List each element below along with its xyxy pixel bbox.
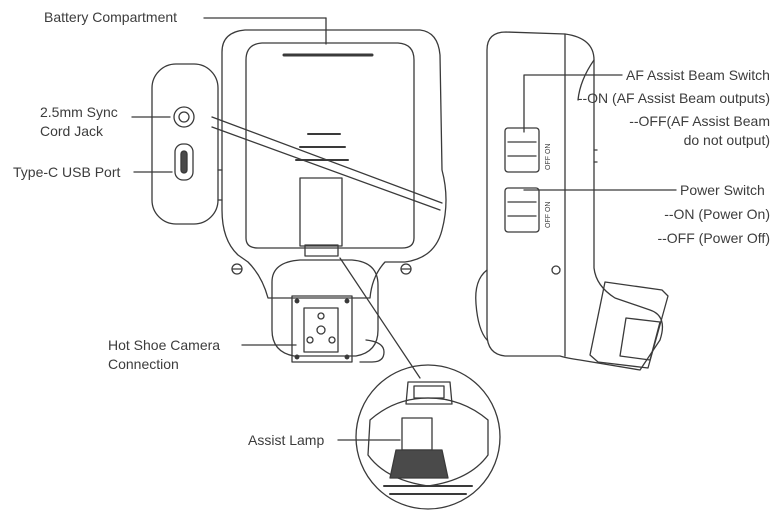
label-af-switch-title: AF Assist Beam Switch <box>626 67 770 83</box>
assist-lamp-window <box>389 449 449 479</box>
front-screw-left <box>231 263 243 275</box>
hot-shoe-contact-block <box>303 307 339 353</box>
label-battery-compartment: Battery Compartment <box>44 9 178 25</box>
hot-shoe-pin-right <box>328 336 336 344</box>
hot-shoe-pin-center <box>316 325 326 335</box>
zoom-shoe-top <box>413 385 445 399</box>
label-usb-port: Type-C USB Port <box>13 164 121 180</box>
assist-lamp-zoom <box>339 257 501 510</box>
front-lock-tab-lip <box>304 244 339 257</box>
usb-c-port <box>174 143 194 181</box>
hot-shoe-corner-tl <box>294 298 300 304</box>
leader-lines <box>131 17 677 441</box>
side-foot-lower <box>619 317 661 361</box>
port-inset <box>151 63 443 225</box>
sync-jack-hole <box>178 111 190 123</box>
zoom-lock-tab <box>401 417 433 451</box>
front-lock-ring <box>271 259 379 357</box>
label-af-switch-off-line2: do not output) <box>683 132 770 148</box>
zoom-shoe-plate <box>405 381 453 405</box>
af-switch-marking: OFF ON <box>545 144 552 170</box>
leader-af-switch <box>523 74 623 133</box>
side-foot-assembly <box>589 281 669 369</box>
label-af-switch-on: --ON (AF Assist Beam outputs) <box>577 90 770 106</box>
inset-connector-bottom <box>211 126 441 211</box>
label-assist-lamp: Assist Lamp <box>248 432 325 448</box>
af-switch-body <box>504 127 540 173</box>
side-lock-knob <box>475 269 488 341</box>
usb-c-tongue <box>180 150 188 174</box>
front-lock-ring-flange <box>359 339 385 363</box>
front-view <box>221 29 447 363</box>
label-sync-jack-line2: Cord Jack <box>40 123 104 139</box>
front-lock-tab <box>299 177 343 247</box>
label-power-switch-off: --OFF (Power Off) <box>657 230 770 246</box>
hot-shoe-corner-br <box>344 354 350 360</box>
zoom-body-outline <box>367 397 489 487</box>
label-af-switch-off-line1: --OFF(AF Assist Beam <box>629 113 770 129</box>
power-switch-body <box>504 187 540 233</box>
side-view <box>475 31 669 371</box>
hot-shoe-pin-left <box>306 336 314 344</box>
hot-shoe-pin-top <box>317 312 325 320</box>
front-screw-right <box>400 263 412 275</box>
label-hot-shoe-line1: Hot Shoe Camera <box>108 337 221 353</box>
hot-shoe-corner-tr <box>344 298 350 304</box>
battery-door <box>245 42 415 249</box>
port-inset-panel <box>151 63 219 225</box>
side-hole <box>551 265 561 275</box>
power-switch-marking: OFF ON <box>545 202 552 228</box>
zoom-circle <box>355 364 501 510</box>
label-power-switch-on: --ON (Power On) <box>664 206 770 222</box>
hot-shoe-plate <box>291 295 353 363</box>
label-hot-shoe-line2: Connection <box>108 356 179 372</box>
side-body-outline <box>486 31 664 371</box>
hot-shoe-corner-bl <box>294 354 300 360</box>
label-power-switch-title: Power Switch <box>680 182 765 198</box>
zoom-pointer-line <box>339 257 421 379</box>
label-sync-jack-line1: 2.5mm Sync <box>40 104 118 120</box>
side-front-edge <box>577 59 595 101</box>
inset-connector-top <box>211 116 443 204</box>
sync-jack <box>173 106 195 128</box>
front-body-outline <box>221 29 447 299</box>
